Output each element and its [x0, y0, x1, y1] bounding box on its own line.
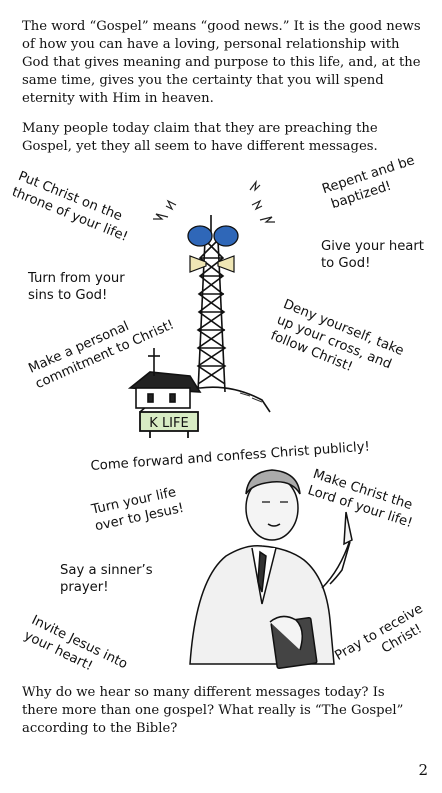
church — [127, 348, 202, 409]
message-line: sins to God! — [28, 288, 108, 303]
station-sign-text: K LIFE — [149, 416, 188, 431]
right-horn — [217, 255, 235, 273]
message-sinners-prayer: Say a sinner’s prayer! — [60, 562, 153, 596]
left-horn — [189, 255, 207, 273]
message-line: Give your heart — [321, 239, 424, 254]
message-give-heart: Give your heart to God! — [321, 238, 424, 272]
claim-paragraph: Many people today claim that they are pr… — [22, 121, 378, 154]
radio-waves — [153, 179, 275, 223]
message-line: Turn from your — [28, 271, 125, 286]
intro-paragraph: The word “Gospel” means “good news.” It … — [22, 19, 421, 106]
message-line: prayer! — [60, 580, 109, 595]
preacher — [189, 469, 353, 670]
left-dish — [187, 225, 213, 247]
message-line: to God! — [321, 256, 371, 271]
right-dish — [213, 225, 239, 247]
page-number: 2 — [418, 761, 428, 779]
station-sign: K LIFE — [139, 411, 199, 438]
message-line: Say a sinner’s — [60, 563, 153, 578]
question-paragraph: Why do we hear so many different message… — [22, 685, 404, 736]
message-turn-from-sins: Turn from your sins to God! — [28, 270, 125, 304]
